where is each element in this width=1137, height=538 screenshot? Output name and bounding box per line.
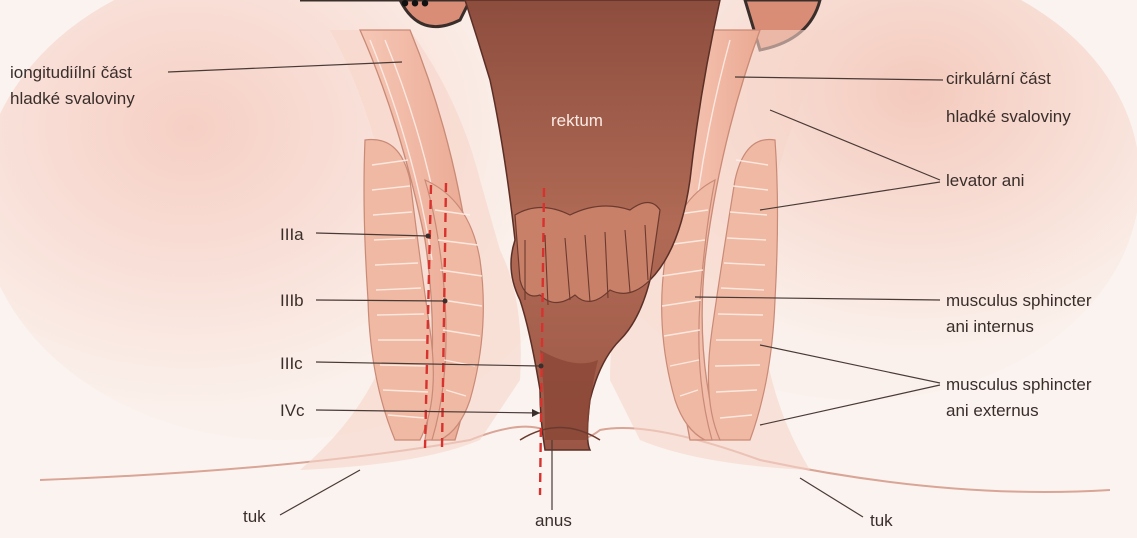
label-rectum: rektum (551, 111, 603, 130)
title-fragment: ... (400, 0, 430, 15)
label-anus: anus (535, 511, 572, 530)
label-grade-IIIa: IIIa (280, 225, 304, 244)
label-internus-2: ani internus (946, 317, 1034, 336)
label-levator: levator ani (946, 171, 1024, 190)
label-longitudinal-1: iongitudiílní část (10, 63, 132, 82)
label-grade-IIIb: IIIb (280, 291, 304, 310)
label-externus-1: musculus sphincter (946, 375, 1092, 394)
label-longitudinal-2: hladké svaloviny (10, 89, 135, 108)
label-circular-2: hladké svaloviny (946, 107, 1071, 126)
label-grade-IVc: IVc (280, 401, 305, 420)
label-internus-1: musculus sphincter (946, 291, 1092, 310)
label-externus-2: ani externus (946, 401, 1039, 420)
anal-columns (515, 203, 660, 303)
label-fat-left: tuk (243, 507, 266, 526)
label-grade-IIIc: IIIc (280, 354, 303, 373)
label-fat-right: tuk (870, 511, 893, 530)
label-circular-1: cirkulární část (946, 69, 1051, 88)
